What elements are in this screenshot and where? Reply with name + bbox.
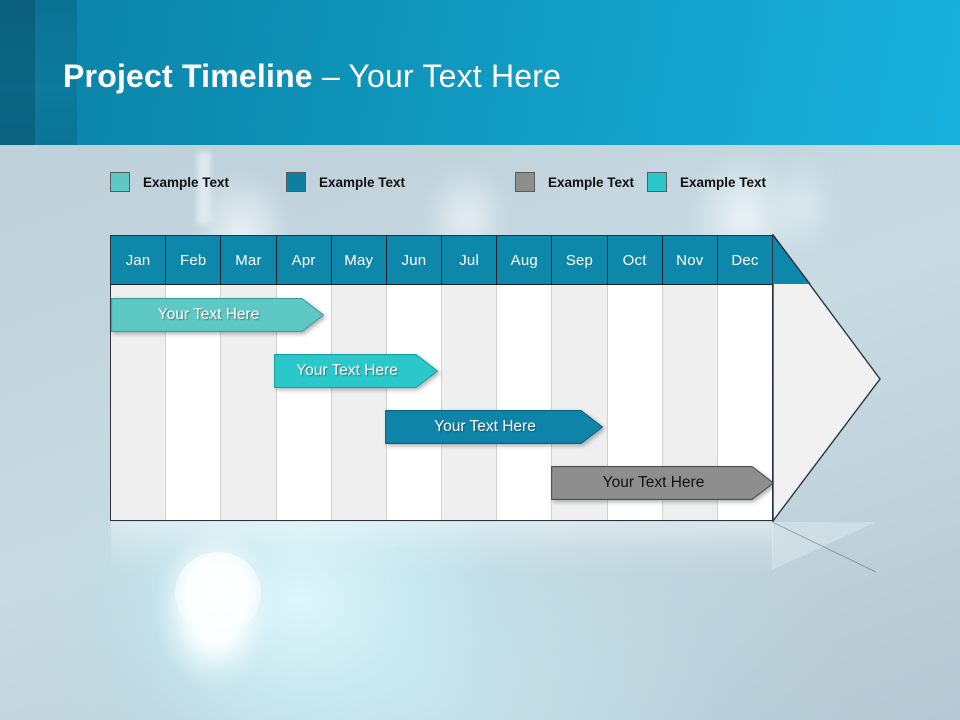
legend-swatch-icon-4 bbox=[647, 172, 667, 192]
month-header-jun[interactable]: Jun bbox=[386, 236, 443, 284]
month-header-jan[interactable]: Jan bbox=[111, 236, 167, 284]
legend: Example Text Example Text Example Text Exam… bbox=[110, 170, 810, 194]
legend-label-4: Example Text bbox=[680, 174, 767, 190]
legend-label-2: Example Text bbox=[319, 174, 406, 190]
month-header-may[interactable]: May bbox=[331, 236, 387, 284]
month-header-apr[interactable]: Apr bbox=[276, 236, 332, 284]
task-bar-1[interactable]: Your Text Here bbox=[111, 298, 324, 332]
task-bar-shape-4 bbox=[551, 466, 774, 500]
legend-label-1: Example Text bbox=[143, 174, 230, 190]
page-title: Project Timeline – Your Text Here bbox=[63, 58, 561, 95]
background-glow-core bbox=[175, 552, 261, 634]
task-bar-4[interactable]: Your Text Here bbox=[551, 466, 774, 500]
page-title-bold: Project Timeline bbox=[63, 58, 313, 94]
legend-swatch-icon-1 bbox=[110, 172, 130, 192]
task-bar-shape-1 bbox=[111, 298, 324, 332]
task-bar-shape-2 bbox=[274, 354, 438, 388]
slide-header: Project Timeline – Your Text Here bbox=[0, 0, 960, 145]
month-header-mar[interactable]: Mar bbox=[221, 236, 277, 284]
background-bulb-icon-4 bbox=[766, 146, 838, 266]
legend-label-3: Example Text bbox=[548, 174, 635, 190]
legend-item-1[interactable]: Example Text bbox=[110, 170, 229, 194]
month-header-oct[interactable]: Oct bbox=[607, 236, 663, 284]
page-title-rest: – Your Text Here bbox=[312, 58, 562, 94]
task-bar-shape-3 bbox=[385, 410, 603, 444]
month-header-nov[interactable]: Nov bbox=[662, 236, 718, 284]
legend-item-2[interactable]: Example Text bbox=[286, 170, 405, 194]
legend-swatch-icon-2 bbox=[286, 172, 306, 192]
month-header-underline bbox=[111, 284, 772, 285]
month-header-feb[interactable]: Feb bbox=[166, 236, 222, 284]
task-bar-2[interactable]: Your Text Here bbox=[274, 354, 438, 388]
header-accent-band-mid bbox=[35, 0, 77, 145]
header-accent-band-dark bbox=[0, 0, 35, 145]
month-header-jul[interactable]: Jul bbox=[442, 236, 498, 284]
month-header-sep[interactable]: Sep bbox=[552, 236, 608, 284]
month-header-aug[interactable]: Aug bbox=[497, 236, 553, 284]
month-header-dec[interactable]: Dec bbox=[717, 236, 773, 284]
legend-item-4[interactable]: Example Text bbox=[647, 170, 766, 194]
legend-swatch-icon-3 bbox=[515, 172, 535, 192]
legend-item-3[interactable]: Example Text bbox=[515, 170, 634, 194]
task-bar-3[interactable]: Your Text Here bbox=[385, 410, 603, 444]
